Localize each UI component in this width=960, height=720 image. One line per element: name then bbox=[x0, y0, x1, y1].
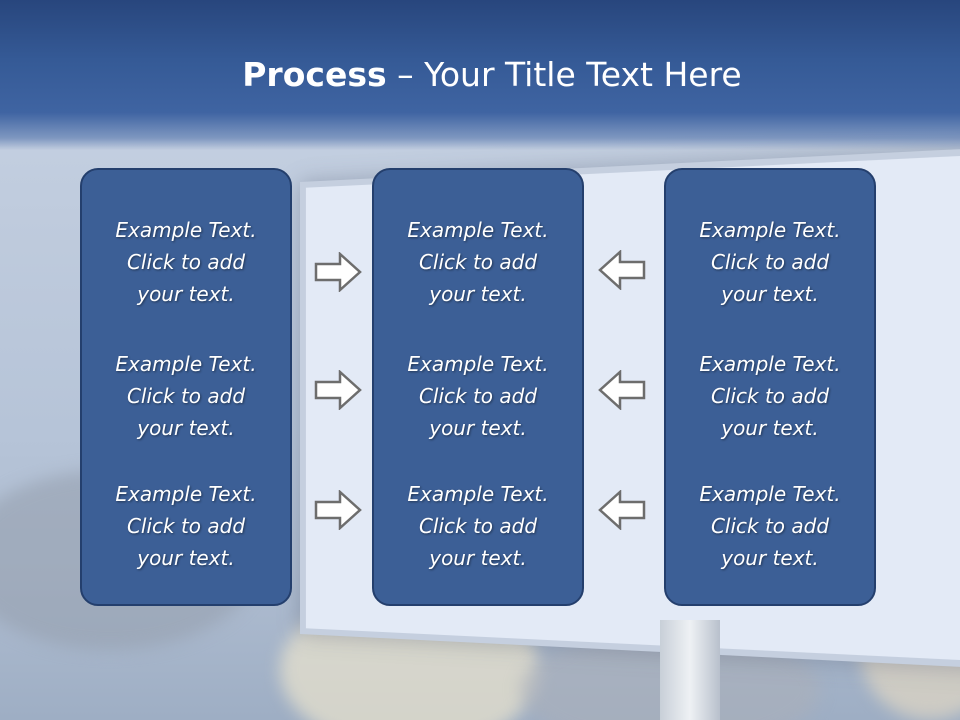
right-arrow-icon bbox=[314, 490, 362, 530]
text-line: Click to add bbox=[418, 384, 538, 408]
text-item[interactable]: Example Text. Click to add your text. bbox=[374, 478, 582, 574]
left-arrow-icon bbox=[598, 490, 646, 530]
title-strong: Process bbox=[242, 55, 387, 94]
text-line: Click to add bbox=[418, 250, 538, 274]
process-box-left[interactable]: Example Text. Click to add your text. Ex… bbox=[80, 168, 292, 606]
text-line: your text. bbox=[429, 416, 527, 440]
text-line: Click to add bbox=[710, 250, 830, 274]
process-box-center[interactable]: Example Text. Click to add your text. Ex… bbox=[372, 168, 584, 606]
text-item[interactable]: Example Text. Click to add your text. bbox=[374, 348, 582, 444]
title-rest: – Your Title Text Here bbox=[386, 55, 742, 94]
billboard-post bbox=[660, 620, 720, 720]
text-item[interactable]: Example Text. Click to add your text. bbox=[82, 478, 290, 574]
text-line: Click to add bbox=[126, 514, 246, 538]
text-item[interactable]: Example Text. Click to add your text. bbox=[374, 214, 582, 310]
text-item[interactable]: Example Text. Click to add your text. bbox=[666, 348, 874, 444]
text-line: Example Text. bbox=[115, 482, 257, 506]
text-line: your text. bbox=[137, 282, 235, 306]
title-bar bbox=[0, 0, 960, 150]
text-line: Example Text. bbox=[115, 352, 257, 376]
text-item[interactable]: Example Text. Click to add your text. bbox=[666, 478, 874, 574]
right-arrow-icon bbox=[314, 252, 362, 292]
text-line: Example Text. bbox=[699, 352, 841, 376]
text-line: your text. bbox=[721, 416, 819, 440]
text-line: your text. bbox=[137, 546, 235, 570]
text-line: Example Text. bbox=[407, 218, 549, 242]
text-line: Click to add bbox=[710, 514, 830, 538]
text-line: Click to add bbox=[418, 514, 538, 538]
text-line: Click to add bbox=[126, 250, 246, 274]
left-arrow-icon bbox=[598, 250, 646, 290]
text-item[interactable]: Example Text. Click to add your text. bbox=[82, 348, 290, 444]
right-arrow-icon bbox=[314, 370, 362, 410]
text-line: your text. bbox=[429, 546, 527, 570]
text-line: Example Text. bbox=[699, 482, 841, 506]
text-line: your text. bbox=[137, 416, 235, 440]
text-line: your text. bbox=[721, 282, 819, 306]
text-line: Example Text. bbox=[115, 218, 257, 242]
process-box-right[interactable]: Example Text. Click to add your text. Ex… bbox=[664, 168, 876, 606]
left-arrow-icon bbox=[598, 370, 646, 410]
text-line: your text. bbox=[721, 546, 819, 570]
text-item[interactable]: Example Text. Click to add your text. bbox=[82, 214, 290, 310]
text-line: Example Text. bbox=[699, 218, 841, 242]
text-line: Click to add bbox=[126, 384, 246, 408]
slide-title[interactable]: Process – Your Title Text Here bbox=[0, 52, 960, 98]
text-item[interactable]: Example Text. Click to add your text. bbox=[666, 214, 874, 310]
text-line: Click to add bbox=[710, 384, 830, 408]
text-line: Example Text. bbox=[407, 482, 549, 506]
text-line: Example Text. bbox=[407, 352, 549, 376]
text-line: your text. bbox=[429, 282, 527, 306]
